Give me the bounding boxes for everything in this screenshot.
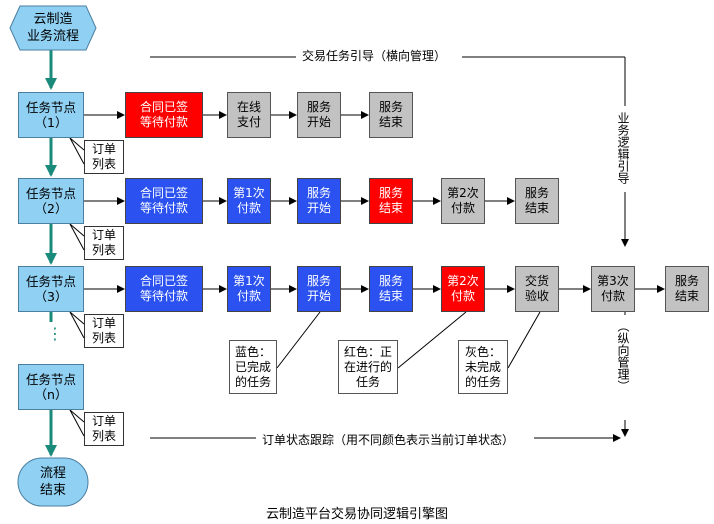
step-box-blue: 第1次 付款 <box>227 266 271 312</box>
order-connector <box>69 223 85 251</box>
step-box-gray: 第3次 付款 <box>591 266 635 312</box>
order-connector <box>69 311 85 339</box>
task-node: 任务节点 （1） <box>18 92 84 138</box>
step-box-blue: 服务 开始 <box>297 266 341 312</box>
step-box-red: 服务 结束 <box>369 178 413 224</box>
legend-note-blue: 蓝色： 已完成 的任务 <box>229 340 277 394</box>
vertical-guide-label: 业务逻辑引导 <box>615 110 632 186</box>
step-box-gray: 交货 验收 <box>515 266 559 312</box>
order-connector <box>69 137 85 165</box>
vertical-guide-lower-label: （纵向管理） <box>615 318 632 394</box>
step-box-blue: 服务 结束 <box>369 266 413 312</box>
task-node: 任务节点 （n） <box>18 364 84 410</box>
legend-pointer <box>397 311 467 369</box>
order-list: 订单 列表 <box>84 226 124 260</box>
order-connector <box>69 311 85 325</box>
step-box-gray: 服务 结束 <box>515 178 559 224</box>
step-box-blue: 合同已签 等待付款 <box>125 178 203 224</box>
figure-caption: 云制造平台交易协同逻辑引擎图 <box>265 507 448 522</box>
step-box-gray: 服务 开始 <box>297 92 341 138</box>
step-box-red: 第2次 付款 <box>441 266 485 312</box>
start-label: 云制造 业务流程 <box>26 12 79 44</box>
order-connector <box>69 137 85 151</box>
end-oval <box>17 457 89 507</box>
end-label: 流程 结束 <box>39 466 66 498</box>
legend-note-red: 红色：正 在进行的 任务 <box>338 340 398 394</box>
step-box-blue: 合同已签 等待付款 <box>125 266 203 312</box>
step-box-gray: 第2次 付款 <box>441 178 485 224</box>
legend-pointer <box>276 311 321 369</box>
step-box-gray: 在线 支付 <box>227 92 271 138</box>
legend-note-gray: 灰色： 未完成 的任务 <box>458 340 508 394</box>
ellipsis-dots: ⋮ <box>47 324 63 343</box>
step-box-gray: 服务 结束 <box>369 92 413 138</box>
step-box-red: 合同已签 等待付款 <box>125 92 203 138</box>
order-list: 订单 列表 <box>84 140 124 174</box>
step-box-blue: 第1次 付款 <box>227 178 271 224</box>
legend-pointer <box>507 311 541 369</box>
order-connector <box>69 409 85 437</box>
horizontal-guide-label: 交易任务引导（横向管理） <box>300 47 449 64</box>
bottom-guide-label: 订单状态跟踪（用不同颜色表示当前订单状态） <box>260 431 517 448</box>
order-connector <box>69 409 85 423</box>
step-box-gray: 服务 结束 <box>665 266 709 312</box>
step-box-blue: 服务 开始 <box>297 178 341 224</box>
order-list: 订单 列表 <box>84 412 124 446</box>
order-connector <box>69 223 85 237</box>
task-node: 任务节点 （3） <box>18 266 84 312</box>
order-list: 订单 列表 <box>84 314 124 348</box>
task-node: 任务节点 （2） <box>18 178 84 224</box>
